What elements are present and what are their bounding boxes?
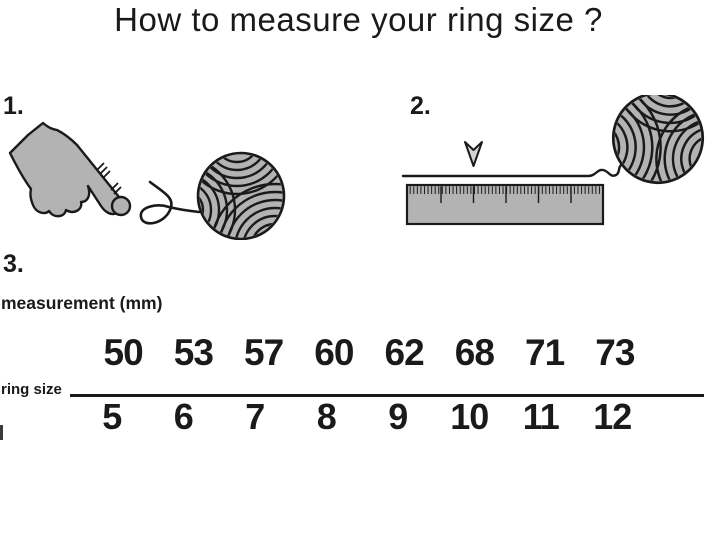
- ring-size-label: ring size: [1, 381, 62, 398]
- mm-value: 68: [454, 332, 495, 373]
- step-2-label: 2.: [410, 92, 431, 120]
- ruler-icon: [405, 183, 605, 226]
- mm-value: 50: [103, 332, 144, 373]
- ruler-ticks: [409, 186, 600, 203]
- step2-illustration: [401, 95, 716, 226]
- ring-size-value: 5: [102, 396, 122, 437]
- mm-value: 60: [314, 332, 354, 373]
- ring-size-value: 10: [450, 396, 489, 437]
- yarn-ball-icon: [196, 151, 286, 240]
- pointing-hand-icon: [8, 121, 132, 218]
- step-1-label: 1.: [3, 92, 24, 120]
- ring-size-row: 5 6 7 8 9 10 11 12: [76, 399, 648, 435]
- mm-value: 62: [384, 332, 425, 373]
- string-wrap-marks: [96, 162, 122, 195]
- string-loop-icon: [139, 180, 201, 225]
- down-arrow-icon: [464, 141, 483, 167]
- mm-value: 73: [595, 332, 635, 373]
- measurement-mm-row: 50 53 57 60 62 68 71 73: [88, 334, 650, 371]
- table-divider-line: [70, 394, 704, 397]
- ring-size-value: 6: [173, 396, 194, 437]
- edge-print-artifact: [0, 425, 3, 440]
- mm-value: 57: [244, 332, 284, 373]
- step-3-label: 3.: [3, 250, 24, 278]
- ring-size-value: 9: [388, 396, 408, 437]
- ring-size-value: 12: [593, 396, 632, 437]
- string-icon: [401, 163, 623, 178]
- ring-size-value: 11: [522, 396, 560, 437]
- mm-value: 53: [173, 332, 214, 373]
- step1-illustration: [8, 121, 286, 240]
- ring-size-value: 8: [316, 396, 337, 437]
- page-title: How to measure your ring size ?: [114, 1, 603, 38]
- string-loop-on-finger-icon: [110, 195, 132, 217]
- measurement-mm-label: measurement (mm): [1, 293, 163, 313]
- ring-size-value: 7: [245, 396, 265, 437]
- mm-value: 71: [525, 332, 565, 373]
